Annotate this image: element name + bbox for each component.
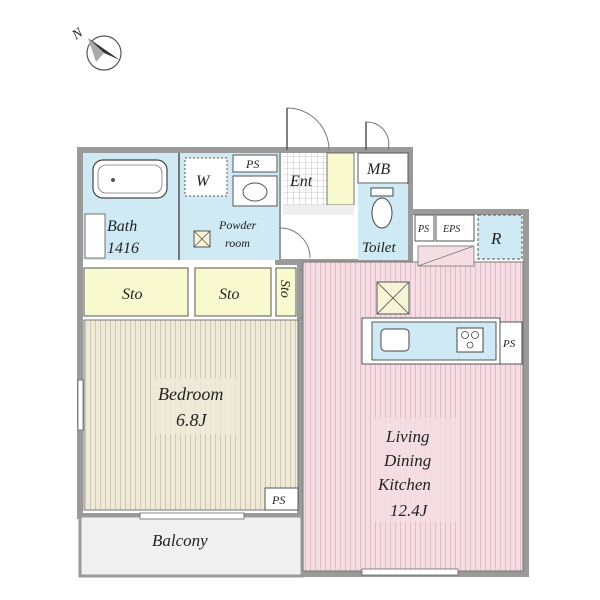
ps-right-label: PS xyxy=(417,224,429,235)
entrance: Ent xyxy=(283,107,355,215)
entrance-label: Ent xyxy=(289,173,313,190)
storage-1-label: Sto xyxy=(122,286,142,303)
powder-room-label-1: Powder xyxy=(218,218,257,232)
toilet-tank-icon xyxy=(370,187,394,197)
mb-door-icon xyxy=(365,121,390,151)
ldk-label-kitchen: Kitchen xyxy=(377,475,431,494)
living-dining-kitchen: PS EPS R PS Living Dining Kitchen 12.4J xyxy=(302,214,524,572)
bathtub-icon xyxy=(92,159,168,199)
toilet-icon xyxy=(371,197,393,229)
kitchen-sink-icon xyxy=(380,328,410,352)
ldk-label-dining: Dining xyxy=(383,451,431,470)
storage-2-label: Sto xyxy=(219,286,239,303)
eps-label: EPS xyxy=(442,224,460,235)
ps-top-label: PS xyxy=(245,157,259,171)
bath-label: Bath xyxy=(107,218,137,235)
powder-room-label-2: room xyxy=(225,236,250,250)
storage-3-label: Sto xyxy=(277,280,292,298)
washer-label: W xyxy=(196,173,211,190)
ldk-label-living: Living xyxy=(385,427,429,446)
balcony-label: Balcony xyxy=(152,531,208,550)
ldk-size: 12.4J xyxy=(390,501,429,520)
bedroom: PS Bedroom 6.8J xyxy=(83,319,299,511)
bedroom-size: 6.8J xyxy=(176,410,208,430)
toilet-label: Toilet xyxy=(362,240,396,256)
ps-bedroom-label: PS xyxy=(271,493,285,507)
bath-room: Bath 1416 xyxy=(83,153,179,260)
toilet-room: MB Toilet xyxy=(357,121,409,260)
compass: N xyxy=(69,25,122,71)
entrance-door-icon xyxy=(286,107,330,151)
ps-kitchen-label: PS xyxy=(502,338,516,350)
windows xyxy=(77,379,459,576)
north-arrow-icon xyxy=(86,35,122,71)
powder-room: W PS Powder room xyxy=(178,153,279,260)
balcony: Balcony xyxy=(78,514,304,578)
refrigerator-label: R xyxy=(490,229,502,248)
storage-row: Sto Sto Sto xyxy=(83,267,297,317)
mb-label: MB xyxy=(366,161,390,178)
compass-north-letter: N xyxy=(69,25,87,44)
washer-space xyxy=(184,157,228,197)
bedroom-label: Bedroom xyxy=(158,384,223,404)
bath-size: 1416 xyxy=(107,240,139,257)
